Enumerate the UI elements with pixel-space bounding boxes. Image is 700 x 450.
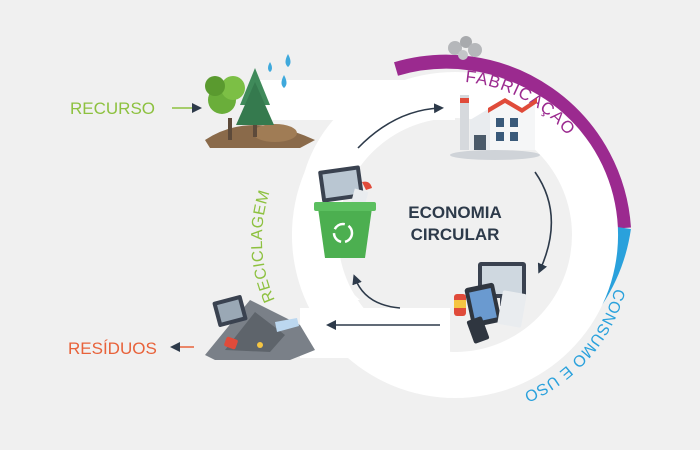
recycle-bin-icon — [314, 165, 376, 258]
svg-text:RECICLAGEM: RECICLAGEM — [249, 188, 279, 305]
label-reciclagem: RECICLAGEM — [249, 188, 278, 305]
smoke-cloud-icon — [448, 36, 482, 60]
arrow-fabricacao-to-consumo — [534, 171, 553, 274]
center-title-line2: CIRCULAR — [411, 225, 500, 244]
arrow-reciclagem-to-fabricacao — [357, 103, 444, 149]
label-recurso: RECURSO — [70, 99, 155, 118]
arrow-residuos-to-reciclagem — [352, 274, 401, 309]
waste-pile-icon — [205, 295, 315, 360]
ring-fabricacao — [394, 54, 631, 229]
center-title-line1: ECONOMIA — [408, 203, 502, 222]
trees-water-icon — [205, 54, 315, 148]
white-band-left-arc — [298, 118, 365, 300]
white-band-top — [255, 80, 455, 120]
devices-icon — [454, 262, 527, 344]
factory-icon — [450, 95, 540, 160]
label-residuos: RESÍDUOS — [68, 339, 157, 358]
white-band-bottom — [300, 308, 450, 358]
